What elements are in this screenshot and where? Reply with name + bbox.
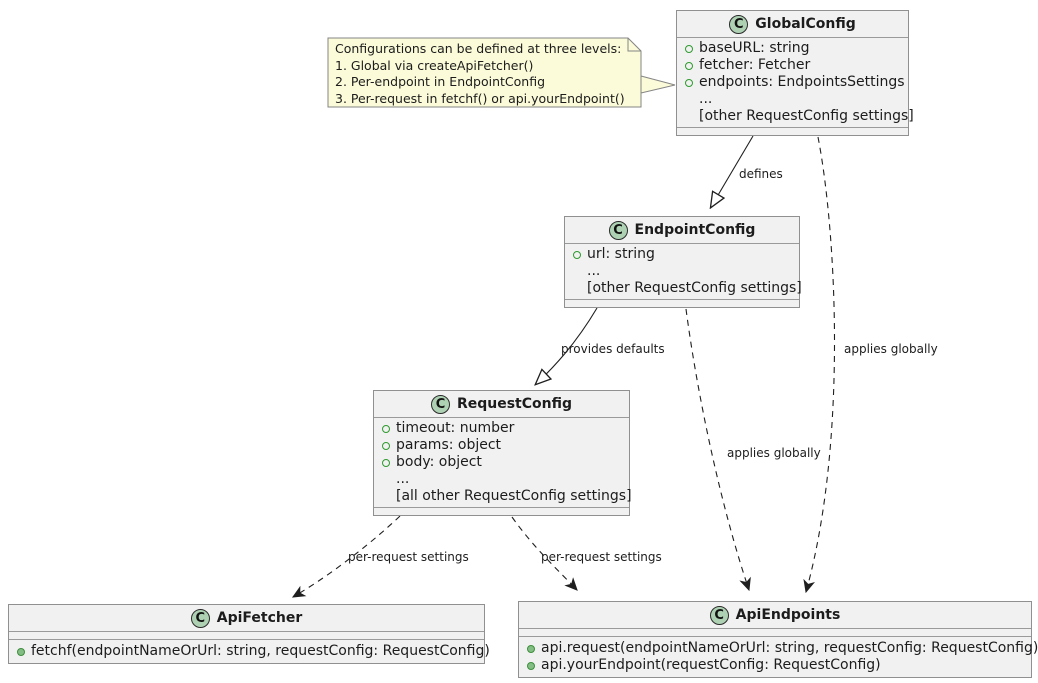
field-text: [all other RequestConfig settings]	[396, 488, 632, 504]
field-row: body: object	[374, 454, 629, 471]
class-title: RequestConfig	[456, 396, 573, 412]
class-fields: baseURL: string fetcher: Fetcher endpoin…	[677, 37, 914, 127]
edge-label-applies-globally-endpoint: applies globally	[727, 446, 821, 460]
edge-applies-globally-endpoint-arrow	[685, 308, 751, 592]
visibility-circle-open-icon	[382, 458, 390, 467]
visibility-circle-filled-icon	[527, 644, 535, 653]
class-circle-icon: C	[709, 605, 729, 625]
class-endpointconfig: C EndpointConfig url: string ... [other …	[564, 216, 802, 308]
note-fold-icon	[627, 38, 641, 52]
edge-defines-arrow	[711, 135, 754, 207]
visibility-circle-filled-icon	[527, 661, 535, 670]
field-text: timeout: number	[396, 420, 515, 436]
visibility-circle-open-icon	[382, 441, 390, 450]
visibility-circle-filled-icon	[17, 647, 25, 656]
field-text: ...	[587, 263, 601, 279]
note-shape	[327, 37, 676, 108]
class-fields-empty	[9, 631, 484, 639]
note-body-shape	[327, 37, 642, 108]
field-text: [other RequestConfig settings]	[699, 108, 914, 124]
method-row: api.yourEndpoint(requestConfig: RequestC…	[519, 657, 1031, 674]
method-text: api.yourEndpoint(requestConfig: RequestC…	[541, 657, 881, 673]
class-apifetcher: C ApiFetcher fetchf(endpointNameOrUrl: s…	[8, 604, 490, 664]
field-row: [all other RequestConfig settings]	[374, 488, 632, 505]
class-methods-empty	[374, 507, 629, 515]
class-header: C ApiEndpoints	[519, 602, 1031, 628]
class-header: C EndpointConfig	[565, 217, 799, 243]
visibility-circle-open-icon	[685, 61, 693, 70]
class-fields-empty	[519, 628, 1031, 636]
field-text: ...	[699, 91, 713, 107]
class-header: C GlobalConfig	[677, 11, 908, 37]
note-line: 3. Per-request in fetchf() or api.yourEn…	[335, 90, 625, 106]
class-circle-icon: C	[729, 14, 749, 34]
field-row: [other RequestConfig settings]	[677, 108, 914, 125]
class-methods: fetchf(endpointNameOrUrl: string, reques…	[9, 639, 490, 663]
method-row: fetchf(endpointNameOrUrl: string, reques…	[9, 643, 490, 660]
field-text: [other RequestConfig settings]	[587, 280, 802, 296]
edge-label-per-request-endpoints: per-request settings	[541, 550, 662, 564]
class-title: EndpointConfig	[634, 222, 756, 238]
field-row: ...	[565, 263, 799, 280]
field-row: params: object	[374, 437, 629, 454]
class-fields: timeout: number params: object body: obj…	[374, 417, 632, 507]
edge-label-per-request-fetcher: per-request settings	[348, 550, 469, 564]
class-circle-icon: C	[430, 394, 450, 414]
edge-label-provides-defaults: provides defaults	[561, 342, 665, 356]
class-requestconfig: C RequestConfig timeout: number params: …	[373, 390, 632, 516]
field-text: ...	[396, 471, 410, 487]
field-text: body: object	[396, 454, 482, 470]
edge-label-defines: defines	[739, 167, 783, 181]
class-apiendpoints: C ApiEndpoints api.request(endpointNameO…	[518, 601, 1038, 678]
visibility-circle-open-icon	[382, 424, 390, 433]
class-title: ApiEndpoints	[735, 607, 841, 623]
field-row: timeout: number	[374, 420, 629, 437]
class-methods-empty	[565, 299, 799, 307]
class-methods: api.request(endpointNameOrUrl: string, r…	[519, 636, 1038, 677]
note-line: Configurations can be defined at three l…	[335, 41, 622, 56]
edge-applies-globally-global-arrow	[803, 136, 836, 594]
field-text: endpoints: EndpointsSettings	[699, 74, 905, 90]
visibility-circle-open-icon	[685, 78, 693, 87]
field-text: params: object	[396, 437, 502, 453]
field-row: baseURL: string	[677, 40, 908, 57]
field-row: ...	[374, 471, 629, 488]
field-row: url: string	[565, 246, 799, 263]
field-text: url: string	[587, 246, 655, 262]
edge-per-request-fetcher-arrow	[291, 515, 401, 598]
method-row: api.request(endpointNameOrUrl: string, r…	[519, 640, 1038, 657]
note-line: 1. Global via createApiFetcher()	[335, 57, 534, 73]
field-row: fetcher: Fetcher	[677, 57, 908, 74]
class-header: C RequestConfig	[374, 391, 629, 417]
class-fields: url: string ... [other RequestConfig set…	[565, 243, 802, 299]
method-text: fetchf(endpointNameOrUrl: string, reques…	[31, 643, 490, 659]
visibility-circle-open-icon	[573, 250, 581, 259]
edge-label-applies-globally-global: applies globally	[844, 342, 938, 356]
field-row: [other RequestConfig settings]	[565, 280, 802, 297]
method-text: api.request(endpointNameOrUrl: string, r…	[541, 640, 1038, 656]
class-globalconfig: C GlobalConfig baseURL: string fetcher: …	[676, 10, 914, 136]
edge-per-request-endpoints-arrow	[511, 516, 578, 591]
class-methods-empty	[677, 127, 908, 135]
field-text: fetcher: Fetcher	[699, 57, 811, 73]
edge-provides-defaults-arrow	[536, 307, 598, 384]
class-title: ApiFetcher	[216, 610, 303, 626]
note: Configurations can be defined at three l…	[335, 41, 625, 107]
class-header: C ApiFetcher	[9, 605, 484, 631]
visibility-circle-open-icon	[685, 44, 693, 53]
note-pointer	[640, 75, 676, 94]
note-line: 2. Per-endpoint in EndpointConfig	[335, 74, 546, 89]
field-row: endpoints: EndpointsSettings	[677, 74, 908, 91]
class-title: GlobalConfig	[755, 16, 856, 32]
class-circle-icon: C	[190, 608, 210, 628]
field-text: baseURL: string	[699, 40, 810, 56]
field-row: ...	[677, 91, 908, 108]
class-circle-icon: C	[608, 220, 628, 240]
